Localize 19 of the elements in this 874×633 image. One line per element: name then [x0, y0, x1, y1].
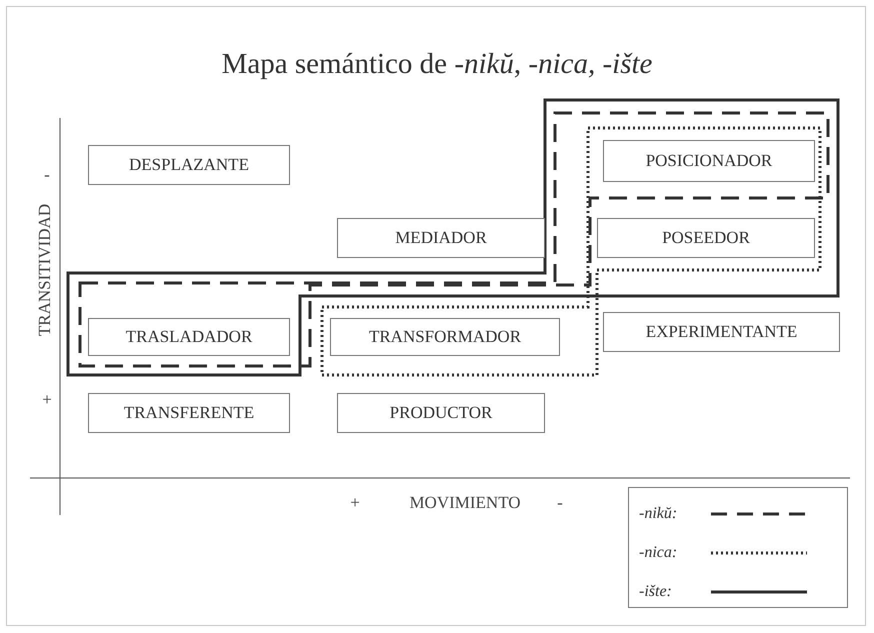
- title: Mapa semántico de -nikŭ, -nica, -ište: [220, 48, 654, 81]
- category-box: TRASLADADOR: [88, 318, 290, 356]
- legend-label: -ište:: [639, 583, 673, 601]
- axis-label: TRANSITIVIDAD: [35, 204, 55, 336]
- legend-label: -nica:: [639, 544, 678, 562]
- category-box: EXPERIMENTANTE: [603, 312, 840, 352]
- category-box: POSICIONADOR: [603, 140, 815, 182]
- axis-sign: MOVIMIENTO: [409, 493, 521, 513]
- axis-sign: -: [44, 165, 50, 185]
- category-box: TRANSFERENTE: [88, 393, 290, 433]
- category-box: MEDIADOR: [337, 218, 545, 258]
- category-box: DESPLAZANTE: [88, 145, 290, 185]
- legend-label: -nikŭ:: [639, 505, 678, 523]
- axis-sign: -: [557, 493, 563, 513]
- axis-sign: +: [42, 390, 52, 410]
- category-box: POSEEDOR: [597, 218, 815, 258]
- category-box: TRANSFORMADOR: [330, 318, 560, 356]
- category-box: PRODUCTOR: [337, 393, 545, 433]
- axis-sign: +: [350, 493, 360, 513]
